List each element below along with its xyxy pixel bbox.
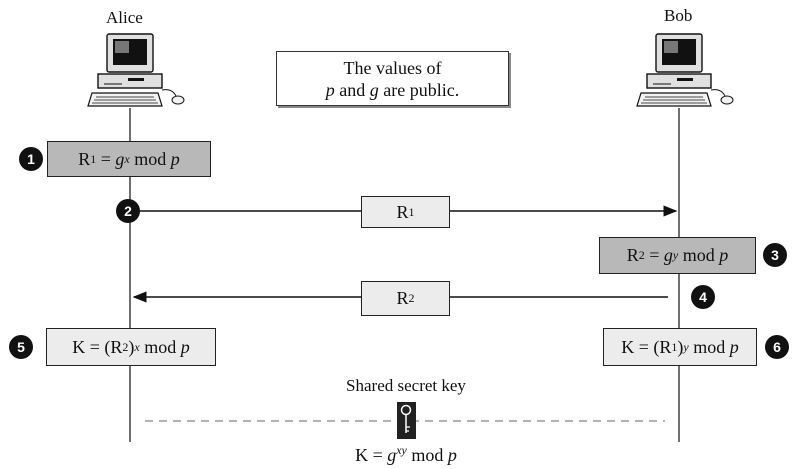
r1-sub: 1 <box>90 151 97 166</box>
note-are-public: are public. <box>383 80 460 100</box>
note-and: and <box>339 80 366 100</box>
k-alice-exp: x <box>134 339 140 354</box>
shared-k: K = <box>355 445 383 465</box>
r1-r: R <box>78 148 91 169</box>
msg2-r: R <box>396 288 409 308</box>
r2-mod: mod <box>682 245 715 265</box>
msg1-sub: 1 <box>408 204 415 219</box>
r2-eq: = <box>649 245 660 265</box>
r1-p: p <box>170 148 180 169</box>
r1-g: g <box>115 148 125 169</box>
key-icon <box>397 402 416 439</box>
k-bob-p: p <box>729 336 739 357</box>
r2-exp: y <box>672 248 679 262</box>
note-line-1: The values of <box>343 58 442 78</box>
k-alice-p: p <box>180 336 190 357</box>
shared-key-formula: K = gxy mod p <box>0 443 799 466</box>
alice-computer-icon <box>87 33 185 107</box>
k-alice-sub: 2 <box>122 339 129 354</box>
k-alice-k: K = (R <box>72 336 123 357</box>
r2-g: g <box>663 245 673 265</box>
step-1-badge: 1 <box>19 147 43 171</box>
r1-mod: mod <box>134 148 167 169</box>
step-5-badge: 5 <box>9 335 33 359</box>
note-g: g <box>369 80 379 100</box>
step-4-badge: 4 <box>691 285 715 309</box>
shared-exp: xy <box>396 443 407 457</box>
alice-label: Alice <box>106 8 143 27</box>
r2-r: R <box>626 245 639 265</box>
bob-computer-icon <box>636 33 734 107</box>
public-values-note: The values of p and g are public. <box>276 51 509 106</box>
r2-p: p <box>719 245 729 265</box>
msg2-sub: 2 <box>408 291 415 305</box>
note-line-2: p and g are public. <box>277 79 508 101</box>
shared-key-label: Shared secret key <box>346 376 466 395</box>
step-2-badge: 2 <box>116 199 140 223</box>
k-bob-close: ) <box>677 336 684 357</box>
k-alice-close: ) <box>128 336 135 357</box>
r1-exp: x <box>124 151 130 166</box>
k-bob-exp: y <box>683 339 689 354</box>
bob-label: Bob <box>664 6 693 25</box>
r1-eq: = <box>100 148 111 169</box>
shared-p: p <box>447 445 457 465</box>
k-bob-k: K = (R <box>621 336 672 357</box>
r2-sub: 2 <box>638 248 645 262</box>
msg1-r: R <box>396 201 409 222</box>
k-bob-sub: 1 <box>671 339 678 354</box>
shared-mod: mod <box>411 445 444 465</box>
step-6-badge: 6 <box>765 335 789 359</box>
k-bob-mod: mod <box>693 336 726 357</box>
step-3-badge: 3 <box>763 243 787 267</box>
shared-g: g <box>387 445 397 465</box>
k-alice-mod: mod <box>144 336 177 357</box>
note-p: p <box>325 80 335 100</box>
